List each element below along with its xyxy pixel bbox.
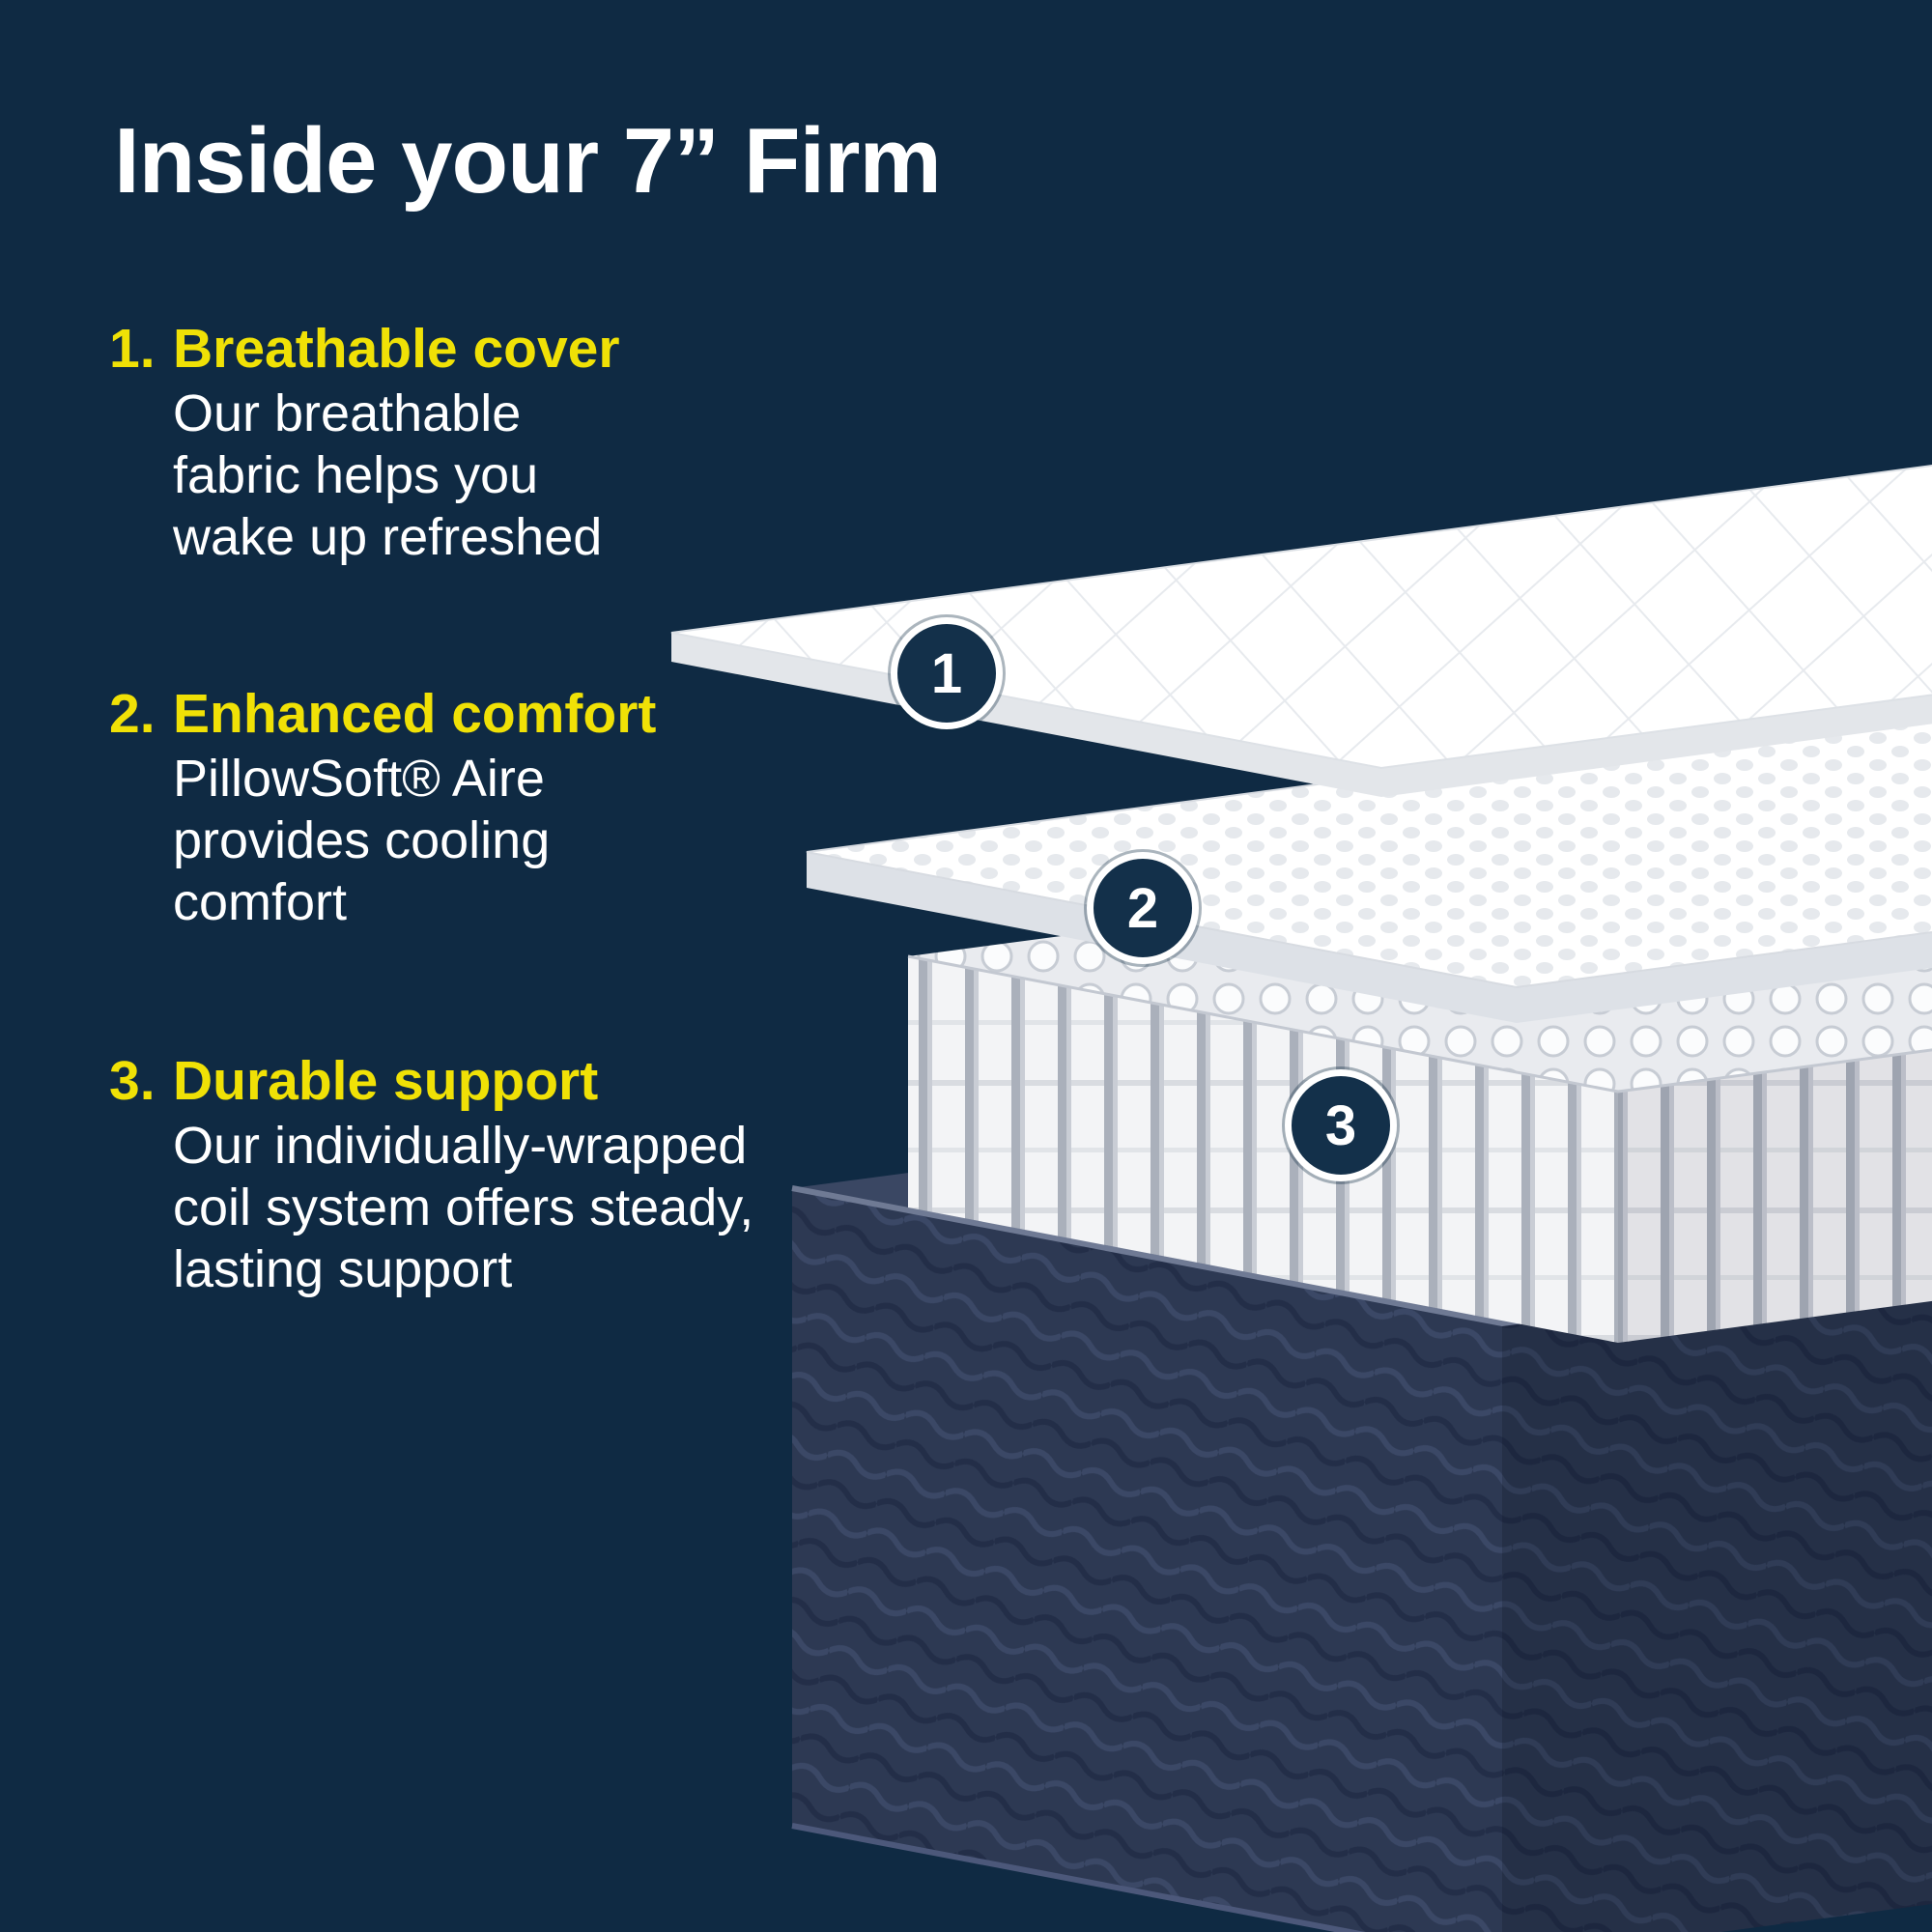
layer-badge-2: 2 xyxy=(1087,852,1199,964)
page-title: Inside your 7” Firm xyxy=(114,109,942,213)
layer-badge-3-label: 3 xyxy=(1324,1094,1357,1157)
layer-badge-2-label: 2 xyxy=(1126,876,1159,940)
feature-item-breathable-cover: 1. Breathable cover Our breathable fabri… xyxy=(109,317,620,568)
feature-heading: Enhanced comfort xyxy=(173,683,657,745)
feature-content: Durable support Our individually-wrapped… xyxy=(173,1049,753,1300)
feature-content: Enhanced comfort PillowSoft® Aire provid… xyxy=(173,682,656,933)
cover-layer xyxy=(670,464,1932,797)
feature-heading: Durable support xyxy=(173,1050,599,1112)
feature-number: 3. xyxy=(109,1050,156,1112)
feature-number: 1. xyxy=(109,318,156,380)
feature-body: Our individually-wrapped coil system off… xyxy=(173,1117,754,1298)
layer-badge-1-label: 1 xyxy=(930,641,963,705)
feature-body: Our breathable fabric helps you wake up … xyxy=(173,384,603,566)
feature-content: Breathable cover Our breathable fabric h… xyxy=(173,317,620,568)
feature-body: PillowSoft® Aire provides cooling comfor… xyxy=(173,750,551,931)
feature-number: 2. xyxy=(109,683,156,745)
feature-heading: Breathable cover xyxy=(173,318,620,380)
layer-badge-3: 3 xyxy=(1285,1069,1397,1181)
feature-item-enhanced-comfort: 2. Enhanced comfort PillowSoft® Aire pro… xyxy=(109,682,656,933)
feature-item-durable-support: 3. Durable support Our individually-wrap… xyxy=(109,1049,753,1300)
layer-badge-1: 1 xyxy=(891,617,1003,729)
